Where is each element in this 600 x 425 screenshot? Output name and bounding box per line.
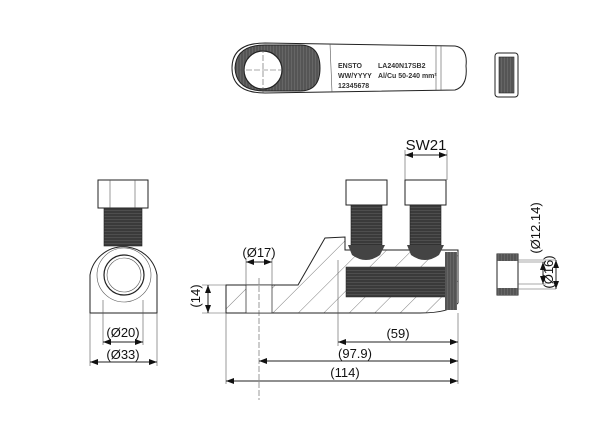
top-view-lug: ENSTO WW/YYYY 12345678 LA240N17SB2 Al/Cu… [231, 42, 467, 94]
screw-1 [345, 179, 388, 260]
dim-outer-diameter: (Ø33) [106, 347, 139, 362]
dim-height: (14) [188, 284, 203, 307]
dim-center-length: (97.9) [338, 346, 372, 361]
top-view-plug [494, 52, 519, 98]
dim-total-length: (114) [330, 365, 359, 380]
side-section-view: SW21 (Ø17) (14) (59) (97.9) (114) [188, 137, 459, 400]
dim-thread-length: (59) [386, 326, 409, 341]
part-number: LA240N17SB2 [378, 63, 426, 70]
screw-2 [404, 179, 447, 260]
end-view: (Ø20) (Ø33) [89, 179, 158, 366]
date-code: WW/YYYY [338, 73, 372, 80]
dim-inner-diameter: (Ø20) [106, 325, 139, 340]
dim-sw: SW21 [406, 137, 447, 154]
dim-bore: (Ø17) [242, 245, 275, 260]
dim-plug-inner: (Ø12.14) [528, 202, 543, 253]
plug-side-view: (Ø12.14) (Ø16) [496, 202, 559, 296]
material-range: Al/Cu 50-240 mm² [378, 73, 437, 80]
dim-plug-outer: (Ø16) [541, 255, 556, 288]
logo-text: ENSTO [338, 63, 363, 70]
serial-number: 12345678 [338, 83, 369, 90]
